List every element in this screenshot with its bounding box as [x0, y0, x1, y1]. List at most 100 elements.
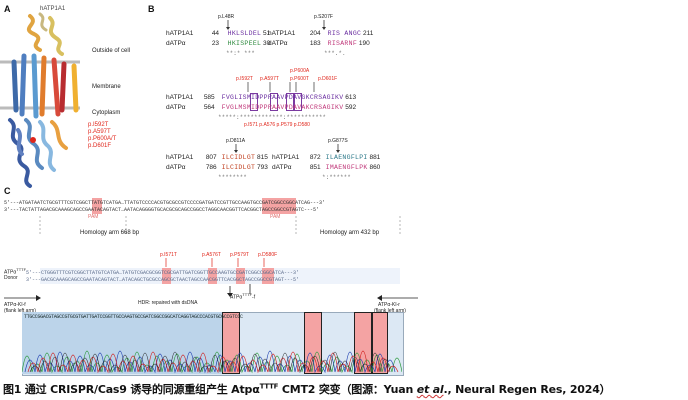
mutation-label: p.D580 — [293, 122, 310, 128]
donor-label-b: Donor — [4, 275, 18, 281]
seq-start: 872 — [309, 154, 321, 161]
sequence: ILAENGFLPI — [325, 154, 368, 161]
mutation-label: p.D601F — [88, 143, 112, 149]
align5-fly-row: dATPα 851 IMAENGFLPK 860 — [272, 164, 380, 172]
seq-end: 860 — [369, 164, 381, 171]
mutation-label: p.I571 — [244, 122, 258, 128]
seq-start: 564 — [203, 104, 215, 111]
conservation-stars: ***.*. — [324, 50, 346, 57]
seq-start: 44 — [211, 30, 220, 37]
pam-highlight — [92, 198, 102, 214]
species-label: dATPα — [166, 104, 186, 111]
wt-bottom-strand: 3'---TACTATTAGACGCAAAGCAGCCGAATACAGTACT…… — [4, 207, 320, 213]
panel-b-letter: B — [148, 4, 155, 14]
mutation-label: p.A597T — [88, 129, 111, 135]
wt-top-strand: 5'---ATGATAATCTGCGTTTCGTCGGCTTATGTCATGA…… — [4, 200, 326, 206]
align3-fly-row: dATPα 564 FVGLMSMIDPPRAAVPDAVAKCRSAGIKV … — [166, 104, 356, 112]
arrow-down-icon — [322, 20, 326, 30]
sequence: HKISPEEL — [227, 40, 262, 47]
mutation-box — [286, 93, 294, 111]
mutation-label: p.P600A/T — [88, 136, 117, 142]
align3-human-row: hATP1A1 585 FVGLISMIDPPRAAVPDAVGKCRSAGIK… — [166, 94, 356, 102]
donor-mutation-highlight — [262, 268, 274, 284]
caption-prefix: 图1 通过 CRISPR/Cas9 诱导的同源重组产生 Atpα — [3, 383, 260, 396]
caption-etal: et al — [416, 383, 444, 396]
chromatogram-mutation-box — [222, 312, 240, 374]
seq-end: 190 — [358, 40, 370, 47]
donor-mutation-highlight — [236, 268, 245, 284]
sequence: FVGLISMIDPPRAAVPDAVGKCRSAGIKV — [221, 94, 344, 101]
pam-highlight — [262, 198, 296, 214]
align2-fly-row: dATPα 183 RISARNF 190 — [268, 40, 370, 48]
align2-human-row: hATP1A1 204 RIS ANGC 211 — [268, 30, 373, 38]
cytoplasm-label: Cytoplasm — [92, 110, 121, 116]
seq-end: 793 — [257, 164, 268, 171]
seq-end: 592 — [345, 104, 357, 111]
donor-top-strand: 5'---CTGGGTTTCGTCGGCTTATGTCATGA…TATGTCGA… — [26, 270, 300, 276]
seq-end: 30 — [263, 40, 271, 47]
sequence: ILCIDLGT — [221, 164, 256, 171]
homology-arm-right: Homology arm 432 bp — [320, 230, 380, 236]
mutation-label: p.P600T — [290, 76, 309, 82]
sequence: IMAENGFLPK — [325, 164, 368, 171]
mutation-label-g877s: p.G877S — [328, 138, 348, 144]
seq-end: 613 — [345, 94, 357, 101]
caption-sup: TTTF — [259, 382, 279, 391]
donor-mutation-label: p.D580F — [258, 252, 278, 258]
sequence: HKLSLDEL — [227, 30, 262, 37]
sequence: ILCIDLGT — [221, 154, 256, 161]
donor-mutation-highlight — [208, 268, 217, 284]
donor-mutation-label: p.A576T — [202, 252, 221, 258]
seq-end: 815 — [257, 154, 268, 161]
arrow-down-icon — [234, 144, 238, 153]
seq-start: 183 — [309, 40, 321, 47]
chromatogram-mutation-box — [354, 312, 372, 374]
pam-label: PAM — [270, 214, 281, 220]
align1-fly-row: dATPα 23 HKISPEEL 30 — [166, 40, 270, 48]
mutation-label-d811a: p.D811A — [226, 138, 246, 144]
seq-start: 807 — [205, 154, 217, 161]
donor-mutation-highlight — [162, 268, 171, 284]
species-label: hATP1A1 — [166, 154, 194, 161]
mutation-label-s207f: p.S207F — [314, 14, 333, 20]
species-label: dATPα — [272, 164, 292, 171]
mutation-label: p.D601F — [318, 76, 338, 82]
cytoplasmic-domain — [8, 118, 68, 188]
species-label: hATP1A1 — [166, 30, 194, 37]
allele-sup: TTTF — [242, 292, 253, 297]
mutation-label-l48r: p.L48R — [218, 14, 235, 20]
mutation-arrows — [247, 82, 315, 92]
mutation-label: p.A576 — [259, 122, 276, 128]
allele-suffix: -f — [252, 294, 256, 301]
seq-start: 851 — [309, 164, 321, 171]
figure-caption: 图1 通过 CRISPR/Cas9 诱导的同源重组产生 AtpαTTTF CMT… — [3, 381, 611, 397]
seq-start: 786 — [205, 164, 217, 171]
donor-mutation-arrows — [165, 258, 265, 267]
align4-human-row: hATP1A1 807 ILCIDLGT 815 — [166, 154, 268, 162]
species-label: hATP1A1 — [268, 30, 296, 37]
donor-mutation-label: p.I571T — [160, 252, 177, 258]
transmembrane-domain — [11, 53, 79, 119]
align4-fly-row: dATPα 786 ILCIDLGT 793 — [166, 164, 268, 172]
arrow-down-icon — [226, 20, 230, 30]
extracellular-domain — [26, 12, 64, 56]
chromatogram-mutation-box — [304, 312, 322, 374]
protein-label: hATP1A1 — [40, 6, 66, 12]
primer-right-note: (flank left arm) — [374, 308, 406, 314]
sequence: RIS ANGC — [327, 30, 362, 37]
conservation-stars: **:* *** — [226, 50, 255, 57]
sequence: FVGLMSMIDPPRAAVPDAVAKCRSAGIKV — [221, 104, 344, 111]
primer-arrows — [4, 284, 418, 301]
mutation-label: p.I592T — [236, 76, 253, 82]
primer-left-note: (flank left arm) — [4, 308, 36, 314]
chromatogram-traces — [22, 350, 402, 374]
chromatogram-left-arm — [22, 312, 222, 374]
outside-cell-label: Outside of cell — [92, 48, 131, 54]
homology-arm-connectors — [39, 216, 401, 234]
align5-human-row: hATP1A1 872 ILAENGFLPI 881 — [272, 154, 380, 162]
seq-end: 211 — [363, 30, 374, 37]
mutation-label: p.I592T — [88, 122, 109, 128]
species-label: hATP1A1 — [166, 94, 194, 101]
hdr-label: HDR: repaired with dsDNA — [138, 300, 198, 306]
primer-right-label: ATPα-KI-r — [378, 302, 400, 308]
